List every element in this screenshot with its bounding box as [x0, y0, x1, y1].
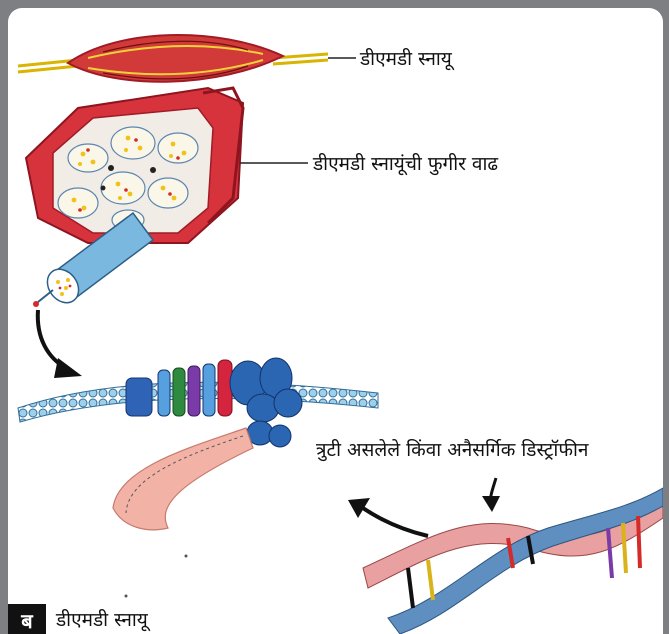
- label-defective-dystrophin: त्रुटी असलेले किंवा अनैसर्गिक डिस्ट्रॉफी…: [316, 436, 588, 462]
- dmd-illustration: [8, 8, 663, 634]
- label-dmd-muscle-swelling: डीएमडी स्नायूंची फुगीर वाढ: [313, 150, 498, 176]
- whole-muscle: [18, 35, 328, 82]
- caption-badge: ब: [8, 604, 46, 634]
- arrow-to-membrane-icon: [38, 310, 82, 378]
- caption-text: डीएमडी स्नायू: [56, 606, 148, 632]
- dystrophin-strand: [113, 428, 253, 530]
- arrow-from-dna-icon: [348, 498, 428, 536]
- arrow-to-dna-icon: [482, 478, 500, 512]
- label-dmd-muscle: डीएमडी स्नायू: [360, 45, 452, 71]
- dna-double-helix: [363, 488, 663, 634]
- diagram-panel: डीएमडी स्नायू डीएमडी स्नायूंची फुगीर वाढ…: [8, 8, 663, 634]
